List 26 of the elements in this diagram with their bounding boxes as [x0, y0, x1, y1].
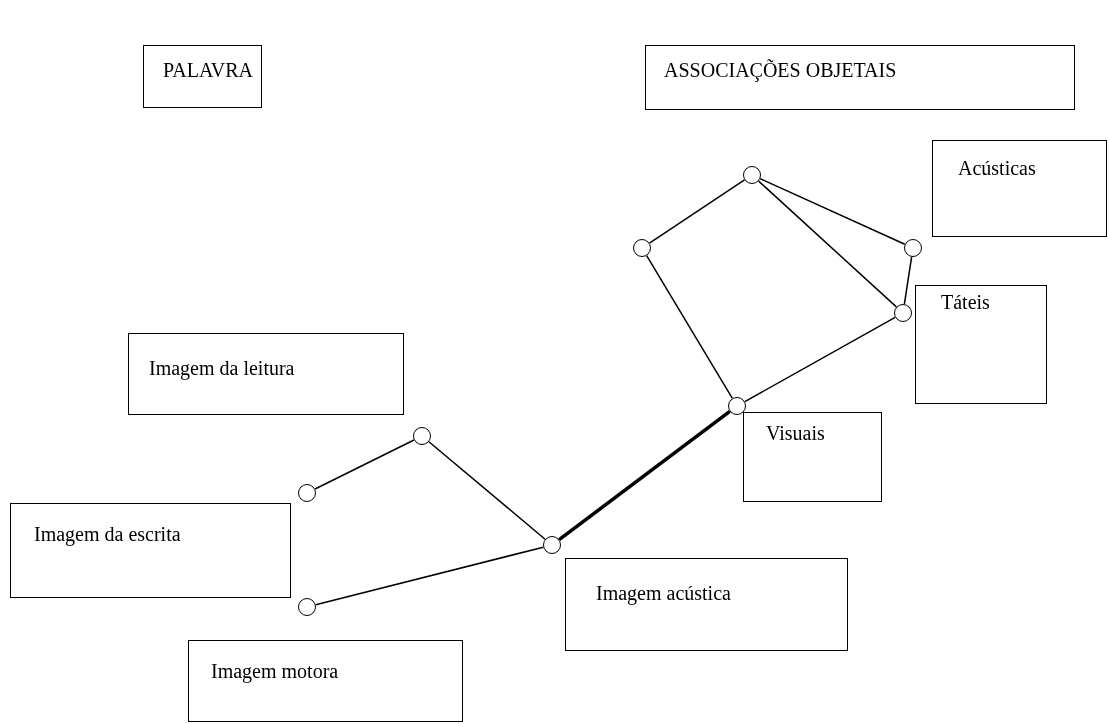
label-box [932, 140, 1107, 237]
connector-line [744, 316, 896, 403]
box-label: Imagem da leitura [149, 356, 296, 381]
label-box [565, 558, 848, 651]
box-label: Imagem da escrita [34, 522, 182, 547]
label-box [10, 503, 291, 598]
box-label: Acústicas [958, 156, 1037, 181]
box-label: Imagem acústica [596, 581, 732, 606]
label-box [128, 333, 404, 415]
box-label: Visuais [766, 421, 826, 446]
box-label: Táteis [941, 290, 991, 315]
connector-line [314, 439, 415, 490]
label-box [915, 285, 1047, 404]
connector-line [903, 256, 913, 305]
box-label: ASSOCIAÇÕES OBJETAIS [664, 58, 898, 83]
connector-line [757, 180, 898, 308]
connector-line [558, 410, 731, 541]
label-box [743, 412, 882, 502]
label-box [188, 640, 463, 722]
connector-line [759, 177, 906, 246]
box-label: PALAVRA [163, 58, 255, 83]
connector-line [428, 441, 546, 540]
connector-line [314, 546, 545, 606]
label-box [645, 45, 1075, 110]
box-label: Imagem motora [211, 659, 340, 684]
label-box [143, 45, 262, 108]
